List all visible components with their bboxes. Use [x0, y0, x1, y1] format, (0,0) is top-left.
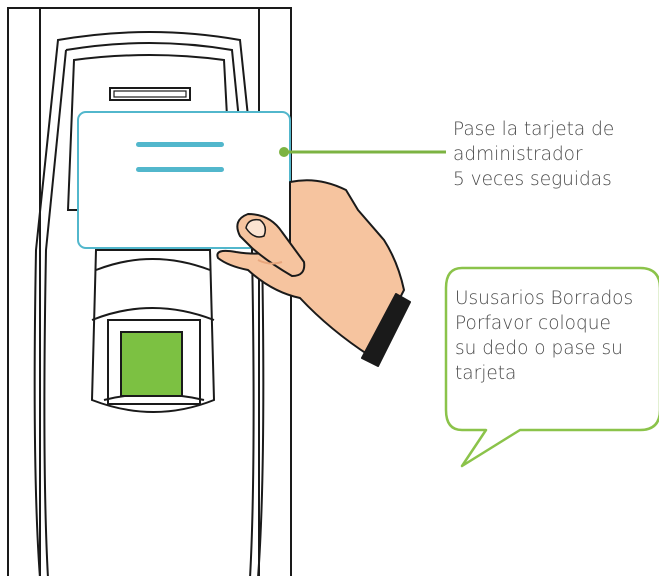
hand: [216, 179, 411, 367]
card-callout-line-1: Pase la tarjeta de: [453, 119, 615, 140]
sleeve-cuff: [361, 293, 411, 367]
device-outer-frame: [7, 7, 292, 576]
bubble-line-3: su dedo o pase su: [455, 338, 623, 359]
hand-crease: [257, 259, 283, 265]
bubble-line-1: Ususarios Borrados: [455, 288, 634, 309]
card-body: [77, 111, 291, 249]
thumb-nail: [245, 218, 267, 238]
card-slot: [109, 87, 191, 101]
device-top-window: [66, 54, 234, 211]
card-callout-line-3: 5 veces seguidas: [453, 169, 612, 190]
callout-dot: [279, 147, 289, 157]
admin-card: [77, 111, 291, 249]
speech-bubble-text: Ususarios Borrados Porfavor coloque su d…: [455, 286, 633, 386]
fingerprint-sensor: [120, 331, 183, 397]
card-stripe-bottom: [136, 167, 224, 172]
fingerprint-housing: [90, 249, 216, 413]
access-control-device: [7, 7, 292, 576]
bubble-line-4: tarjeta: [455, 363, 517, 384]
hand-palm: [216, 179, 405, 357]
bubble-line-2: Porfavor coloque: [455, 313, 611, 334]
card-callout-line-2: administrador: [453, 144, 583, 165]
card-stripe-top: [136, 142, 224, 147]
speech-bubble: [444, 266, 659, 468]
device-front-panel-inner: [65, 42, 255, 576]
card-callout-text: Pase la tarjeta de administrador 5 veces…: [453, 117, 614, 192]
device-front-panel: [33, 31, 265, 576]
